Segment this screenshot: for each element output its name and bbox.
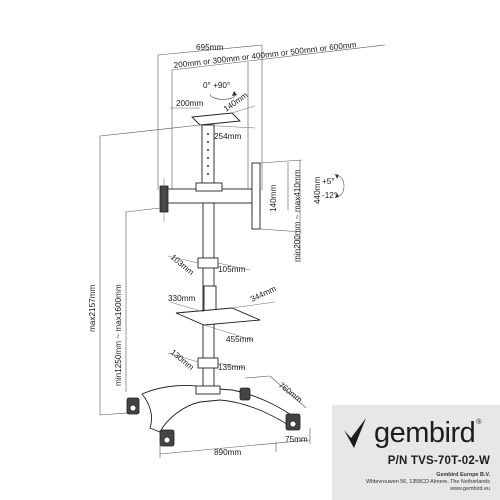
gembird-check-icon [344,418,366,448]
base-depth-label: 760mm [277,380,304,404]
caster-wheel-icon [285,413,301,431]
rotation-arrow-icon [209,91,237,100]
upper-clamp [167,255,251,271]
company-name: Gembird Europe B.V. [436,472,490,478]
clamp-bottom-b-label: 135mm [218,363,245,372]
bracket-height-label: 440mm [313,177,322,204]
part-number: P/N TVS-70T-02-W [387,455,490,467]
clamp-top-b-label: 105mm [218,265,245,274]
arm-height-label: 140mm [269,185,278,212]
brand-info-panel: gembird ® P/N TVS-70T-02-W Gembird Europ… [332,405,500,500]
equipment-shelf [169,285,276,341]
logo-text: gembird [374,416,476,449]
rotation-label: 0° +90° [203,81,230,90]
total-width-label: 695mm [196,43,223,52]
caster-offset-label: 75mm [285,435,308,444]
clamp-top-a-label: 103mm [169,253,196,278]
upper-column [201,124,215,188]
max-height-label: max2157mm [88,284,97,332]
base-width-label: 890mm [214,448,241,457]
wheeled-base [141,385,299,433]
height-range-label: min1250mm ~ max1600mm [114,284,123,386]
company-address: Wittevrouwen 56, 1358CD Almere, The Neth… [366,479,490,485]
shelf-width-label: 330mm [168,294,195,303]
company-address-block: Gembird Europe B.V. Wittevrouwen 56, 135… [366,472,490,493]
tilt-up-label: +5° [322,177,335,186]
side-vesa-bracket [251,159,303,262]
width-dimension-lines [157,44,386,190]
caster-wheel-icon [239,387,251,401]
tilt-down-label: -12° [322,191,337,200]
caster-wheel-icon [159,429,175,447]
lower-clamp [167,352,245,369]
shelf-span-label: 455mm [226,335,253,344]
camera-shelf-span-label: 254mm [214,132,241,141]
tilt-arrow-icon [335,174,345,198]
logo-registered-mark: ® [476,418,482,426]
camera-shelf-width-label: 200mm [176,99,203,108]
shelf-depth-label: 344mm [249,284,278,304]
base-dimension-lines [159,375,311,458]
caster-wheel-icon [126,397,140,415]
gembird-logo: gembird ® [342,413,481,453]
company-website: www.gembird.eu [450,486,490,492]
vertical-vesa-label: min200mm ~ max410mm [293,169,302,262]
